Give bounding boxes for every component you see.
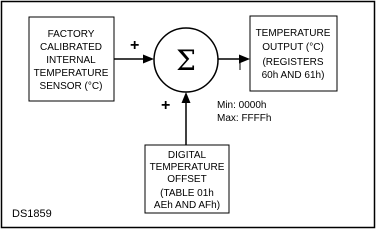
offset-line-2: TEMPERATURE bbox=[150, 162, 225, 173]
sensor-box: FACTORY CALIBRATED INTERNAL TEMPERATURE … bbox=[28, 16, 115, 102]
bottom-input-sign: + bbox=[161, 97, 170, 114]
sigma-symbol: Σ bbox=[176, 44, 196, 77]
sensor-line-4: TEMPERATURE bbox=[34, 68, 109, 79]
offset-line-3: OFFSET bbox=[167, 174, 206, 185]
summing-junction: Σ bbox=[153, 27, 219, 93]
output-line-3: (REGISTERS bbox=[262, 57, 323, 68]
offset-line-1: DIGITAL bbox=[168, 150, 207, 161]
output-line-2: OUTPUT (°C) bbox=[262, 42, 324, 53]
offset-to-summer-arrow bbox=[181, 92, 191, 145]
sensor-line-1: FACTORY bbox=[48, 29, 95, 40]
output-line-1: TEMPERATURE bbox=[256, 28, 331, 39]
range-max: Max: FFFFh bbox=[217, 113, 271, 124]
sensor-to-summer-arrow bbox=[114, 54, 154, 64]
part-number: DS1859 bbox=[12, 208, 52, 220]
sensor-line-3: INTERNAL bbox=[46, 55, 96, 66]
offset-line-4: (TABLE 01h bbox=[160, 188, 214, 199]
output-line-4: 60h AND 61h) bbox=[262, 70, 325, 81]
range-min: Min: 0000h bbox=[217, 100, 266, 111]
sensor-line-2: CALIBRATED bbox=[40, 42, 102, 53]
left-input-sign: + bbox=[130, 37, 139, 54]
output-box: TEMPERATURE OUTPUT (°C) (REGISTERS 60h A… bbox=[249, 15, 338, 92]
summer-to-output-arrow bbox=[218, 54, 250, 70]
block-diagram: FACTORY CALIBRATED INTERNAL TEMPERATURE … bbox=[0, 0, 376, 229]
sensor-line-5: SENSOR (°C) bbox=[40, 81, 103, 92]
offset-box: DIGITAL TEMPERATURE OFFSET (TABLE 01h AE… bbox=[144, 144, 230, 214]
offset-line-5: AEh AND AFh) bbox=[154, 200, 220, 211]
